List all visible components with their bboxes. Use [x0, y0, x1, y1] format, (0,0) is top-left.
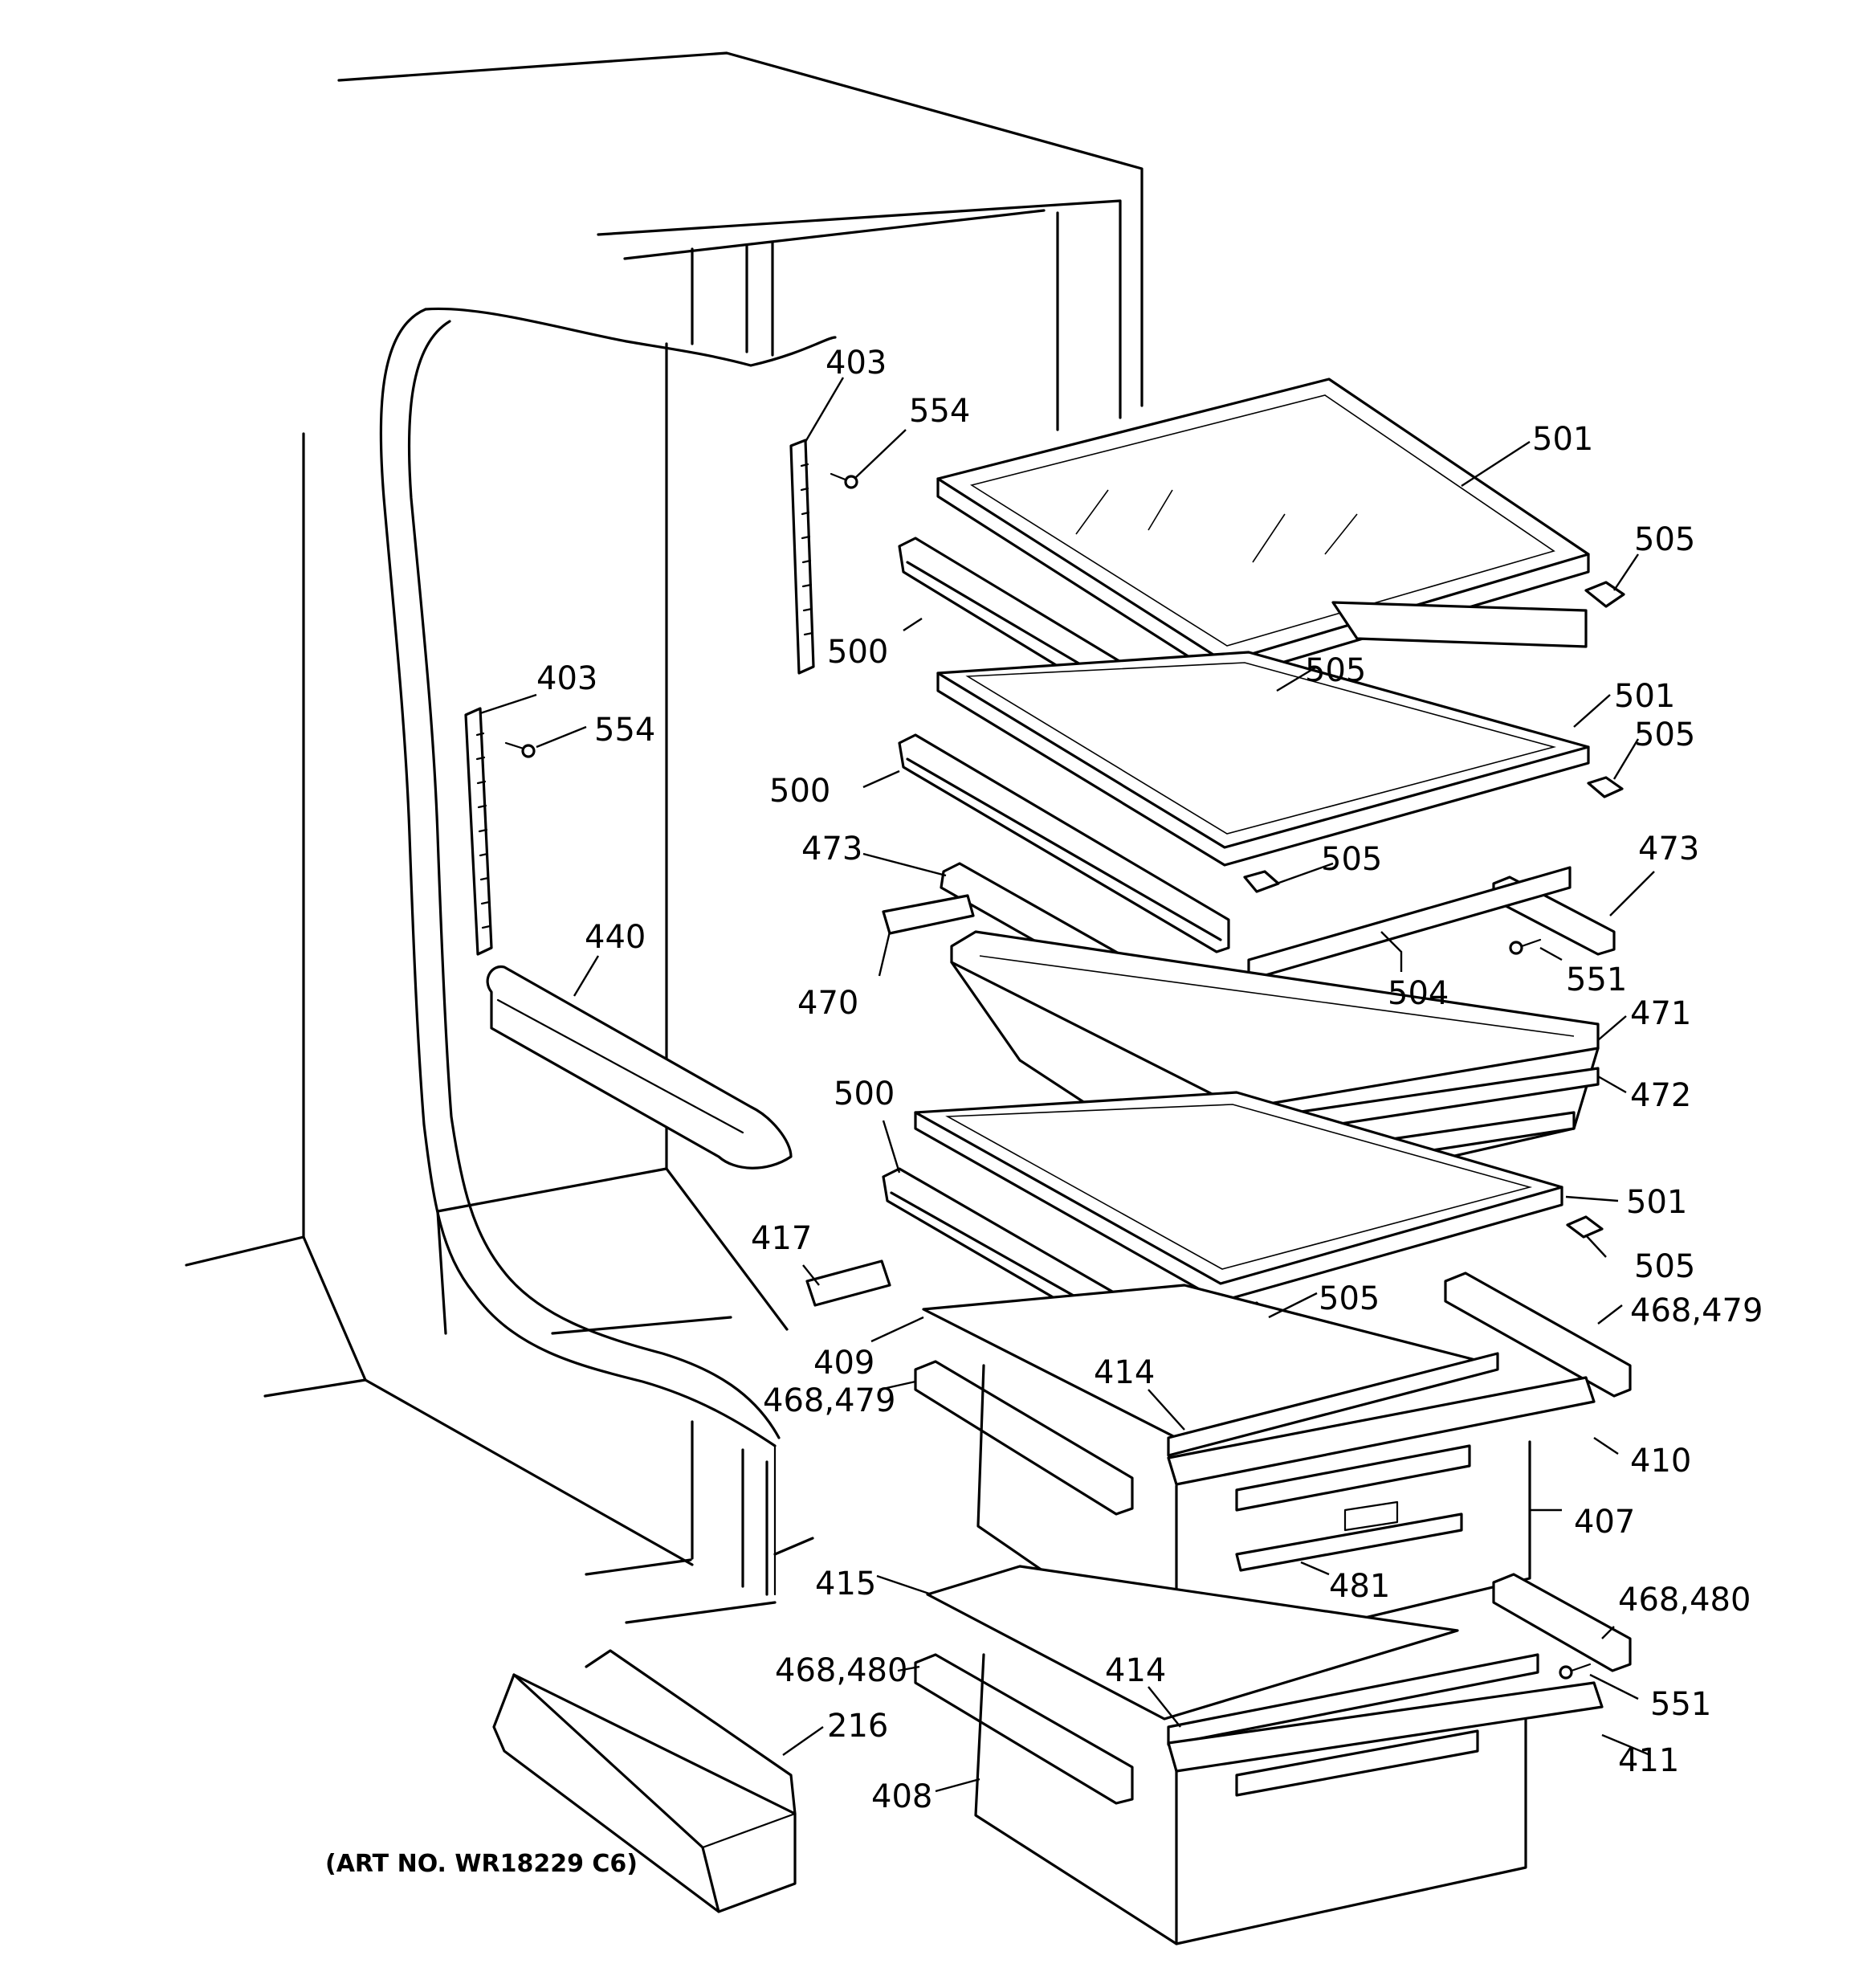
callout-551-upper: 551: [1566, 961, 1627, 998]
shelf-frame-500-middle: [898, 733, 1230, 953]
screw-554-side: [504, 741, 536, 758]
callout-409: 409: [813, 1345, 874, 1382]
glass-414-lower: [1167, 1653, 1539, 1746]
callout-410: 410: [1630, 1443, 1691, 1480]
callout-501-lower: 501: [1626, 1184, 1687, 1221]
callout-471: 471: [1630, 995, 1691, 1032]
callout-554-rear: 554: [909, 393, 970, 430]
slide-468-479-right: [1444, 1272, 1632, 1398]
callout-468-480-left: 468,480: [775, 1652, 907, 1689]
callout-504: 504: [1388, 975, 1449, 1012]
callout-468-480-right: 468,480: [1618, 1582, 1751, 1619]
callout-505-top-right: 505: [1634, 521, 1695, 558]
bin-216: [492, 1649, 797, 1913]
art-number: (ART NO. WR18229 C6): [325, 1850, 638, 1878]
callout-505-lower-front: 505: [1319, 1280, 1380, 1317]
callout-505-middle-right: 505: [1634, 716, 1695, 753]
callout-500-lower: 500: [834, 1076, 895, 1112]
callout-470: 470: [797, 985, 858, 1022]
front-411: [1167, 1681, 1604, 1773]
callout-411: 411: [1618, 1742, 1679, 1779]
rail-417: [805, 1259, 891, 1307]
slide-468-479-left: [914, 1360, 1134, 1516]
shelf-501-top: [936, 378, 1590, 681]
rail-470: [882, 894, 975, 935]
callout-403-side: 403: [536, 660, 597, 697]
pan-408: [974, 1653, 1527, 1945]
callout-505-lower-right: 505: [1634, 1248, 1695, 1285]
callout-216: 216: [827, 1708, 888, 1745]
callout-440: 440: [585, 919, 646, 956]
shelf-ladder-side: [464, 707, 493, 956]
callout-414-lower: 414: [1105, 1652, 1166, 1689]
screw-551-upper: [1509, 938, 1542, 955]
slide-468-480-left: [914, 1653, 1134, 1805]
callout-468-479-right: 468,479: [1630, 1292, 1763, 1329]
glass-414-upper: [1167, 1352, 1499, 1457]
callout-414-upper: 414: [1094, 1354, 1155, 1391]
callout-415: 415: [815, 1565, 876, 1602]
callout-500-top: 500: [827, 634, 888, 671]
callout-501-middle: 501: [1614, 678, 1675, 715]
cabinet: [185, 51, 1143, 1624]
callout-labels: 403 554 403 554 440 501 505 500 505 501 …: [536, 345, 1763, 1815]
callout-551-lower: 551: [1650, 1686, 1711, 1723]
support-505-c: [1587, 776, 1624, 798]
leader-lines: [479, 377, 1655, 1793]
callout-468-479-left: 468,479: [763, 1382, 895, 1419]
rail-504: [1247, 866, 1572, 982]
callout-481: 481: [1329, 1568, 1390, 1605]
cover-415: [926, 1565, 1459, 1721]
callout-473-left: 473: [801, 831, 862, 867]
slide-468-480-right: [1492, 1573, 1632, 1672]
callout-554-side: 554: [594, 712, 655, 749]
support-505-d: [1243, 870, 1280, 893]
screw-554-rear: [830, 472, 858, 489]
callout-505-top-front: 505: [1305, 652, 1366, 689]
support-505-e: [1566, 1215, 1604, 1239]
screw-551-lower: [1559, 1663, 1592, 1680]
callout-500-middle: 500: [769, 773, 830, 810]
callout-472: 472: [1630, 1077, 1691, 1114]
front-410: [1167, 1376, 1596, 1486]
shelf-501-middle: [936, 651, 1590, 867]
trim-440: [486, 965, 793, 1170]
callout-501-top: 501: [1532, 421, 1593, 458]
shelf-ladder-rear: [789, 439, 815, 675]
callout-403-rear: 403: [826, 345, 887, 382]
callout-473-right: 473: [1638, 831, 1699, 867]
callout-407: 407: [1574, 1504, 1635, 1541]
callout-417: 417: [751, 1220, 812, 1257]
callout-505-middle-front: 505: [1321, 841, 1382, 878]
callout-408: 408: [871, 1778, 932, 1815]
shelf-501-lower: [914, 1091, 1563, 1303]
